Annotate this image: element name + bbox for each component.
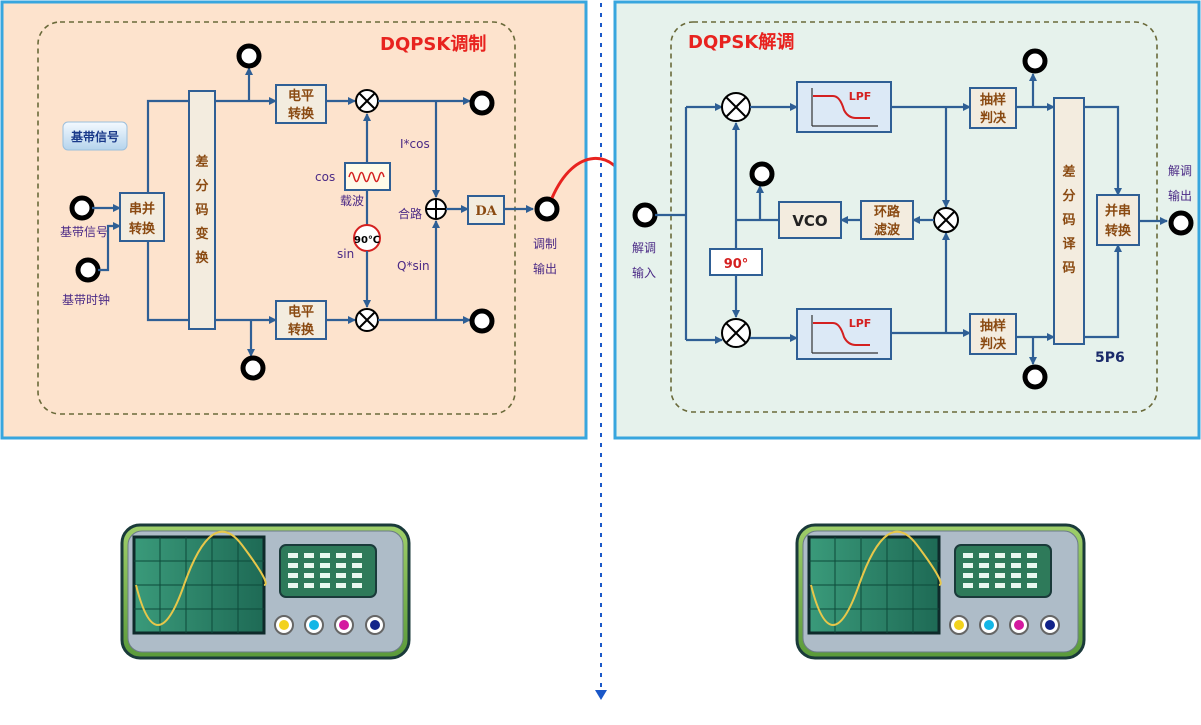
serial-parallel-block bbox=[119, 192, 165, 242]
parallel-serial-1: 并串 bbox=[1105, 203, 1131, 219]
diff-decode-5: 码 bbox=[1062, 261, 1075, 276]
mixer-icon bbox=[933, 207, 959, 233]
sample-bottom-2: 判决 bbox=[980, 336, 1007, 352]
q-sin-label: Q*sin bbox=[397, 259, 430, 273]
wire bbox=[655, 107, 688, 340]
i-cos-label: I*cos bbox=[400, 137, 430, 151]
test-point-bottom-right[interactable] bbox=[1022, 364, 1048, 390]
mixer-icon bbox=[355, 308, 379, 332]
demodulator-title: DQPSK解调 bbox=[688, 31, 794, 53]
cos-label: cos bbox=[315, 170, 335, 184]
demod-output-label-2: 输出 bbox=[1168, 188, 1192, 203]
q-output-terminal[interactable] bbox=[469, 308, 495, 334]
demod-output-label-1: 解调 bbox=[1168, 164, 1192, 178]
serial-parallel-label-1: 串并 bbox=[129, 201, 155, 217]
oscilloscope-right-icon[interactable] bbox=[795, 523, 1086, 660]
serial-parallel-label-2: 转换 bbox=[129, 221, 156, 237]
diff-decode-1: 差 bbox=[1062, 164, 1075, 180]
mixer-icon bbox=[721, 318, 751, 348]
baseband-button-label: 基带信号 bbox=[70, 129, 119, 144]
loop-filter-1: 环路 bbox=[874, 204, 901, 220]
carrier-block bbox=[344, 162, 391, 191]
diff-encode-3: 码 bbox=[195, 203, 208, 218]
da-label: DA bbox=[475, 204, 497, 219]
baseband-button[interactable] bbox=[62, 121, 128, 151]
parallel-serial-2: 转换 bbox=[1105, 223, 1132, 239]
sample-top-2: 判决 bbox=[980, 110, 1007, 126]
mixer-icon bbox=[721, 92, 751, 122]
loop-filter-block bbox=[860, 200, 914, 240]
modulator-title: DQPSK调制 bbox=[380, 34, 486, 55]
test-point-top-left[interactable] bbox=[236, 43, 262, 69]
carrier-label: 载波 bbox=[340, 194, 364, 208]
lpf-bottom-label: LPF bbox=[849, 317, 872, 330]
vco-test-point[interactable] bbox=[749, 161, 775, 187]
separator-arrow bbox=[595, 690, 607, 700]
loop-filter-2: 滤波 bbox=[874, 222, 901, 238]
demod-input-label-2: 输入 bbox=[632, 265, 656, 280]
diff-decode-4: 译 bbox=[1062, 237, 1076, 252]
diff-encode-4: 变 bbox=[195, 226, 208, 242]
baseband-clock-label: 基带时钟 bbox=[62, 292, 110, 307]
phase-label: 90℃ bbox=[354, 235, 380, 246]
mixer-icon bbox=[355, 89, 379, 113]
level-conv-bottom-2: 转换 bbox=[288, 322, 315, 338]
sample-top-block bbox=[969, 87, 1017, 129]
baseband-clock-terminal[interactable] bbox=[75, 257, 101, 283]
sample-top-1: 抽样 bbox=[980, 92, 1006, 108]
level-conv-top-block bbox=[275, 84, 327, 124]
level-conv-top-2: 转换 bbox=[288, 106, 315, 122]
adder-icon bbox=[425, 198, 447, 220]
diff-decode-block bbox=[1053, 97, 1085, 345]
diff-decode-2: 分 bbox=[1062, 188, 1075, 204]
level-conv-top-1: 电平 bbox=[288, 88, 314, 104]
combine-label: 合路 bbox=[398, 206, 422, 221]
phase-90-block bbox=[709, 248, 763, 276]
diff-encode-1: 差 bbox=[195, 154, 208, 170]
baseband-signal-label: 基带信号 bbox=[60, 225, 108, 239]
sin-label: sin bbox=[337, 247, 354, 261]
diff-encode-2: 分 bbox=[195, 178, 208, 194]
level-conv-bottom-1: 电平 bbox=[288, 304, 314, 320]
baseband-signal-terminal[interactable] bbox=[69, 195, 95, 221]
mod-output-terminal[interactable] bbox=[534, 196, 560, 222]
da-block bbox=[467, 195, 505, 225]
demodulator-dashed-frame bbox=[670, 21, 1158, 413]
oscilloscope-left-icon[interactable] bbox=[120, 523, 411, 660]
wire bbox=[98, 222, 121, 272]
i-output-terminal[interactable] bbox=[469, 90, 495, 116]
lpf-top-label: LPF bbox=[849, 90, 872, 103]
mod-output-label-2: 输出 bbox=[533, 261, 557, 276]
part-id-label: 5P6 bbox=[1095, 350, 1125, 366]
sine-carrier-icon bbox=[348, 171, 385, 183]
demod-output-terminal[interactable] bbox=[1168, 210, 1194, 236]
diff-decode-3: 码 bbox=[1062, 213, 1075, 228]
wire bbox=[1084, 105, 1122, 196]
diff-encode-5: 换 bbox=[195, 250, 209, 266]
sample-bottom-1: 抽样 bbox=[980, 318, 1006, 334]
wire bbox=[146, 99, 189, 193]
mod-output-label-1: 调制 bbox=[533, 237, 557, 251]
vco-label: VCO bbox=[792, 212, 827, 230]
demod-input-terminal[interactable] bbox=[632, 202, 658, 228]
modulator-dashed-frame bbox=[37, 21, 516, 415]
phase-90-label: 90° bbox=[724, 257, 749, 272]
test-point-bottom-left[interactable] bbox=[240, 355, 266, 381]
test-point-top-right[interactable] bbox=[1022, 48, 1048, 74]
lpf-response-icon bbox=[811, 315, 878, 354]
diff-encode-block bbox=[188, 90, 216, 330]
wire bbox=[1084, 244, 1122, 339]
sample-bottom-block bbox=[969, 313, 1017, 355]
wire bbox=[146, 241, 189, 322]
demod-input-label-1: 解调 bbox=[632, 241, 656, 255]
lpf-response-icon bbox=[811, 88, 878, 127]
